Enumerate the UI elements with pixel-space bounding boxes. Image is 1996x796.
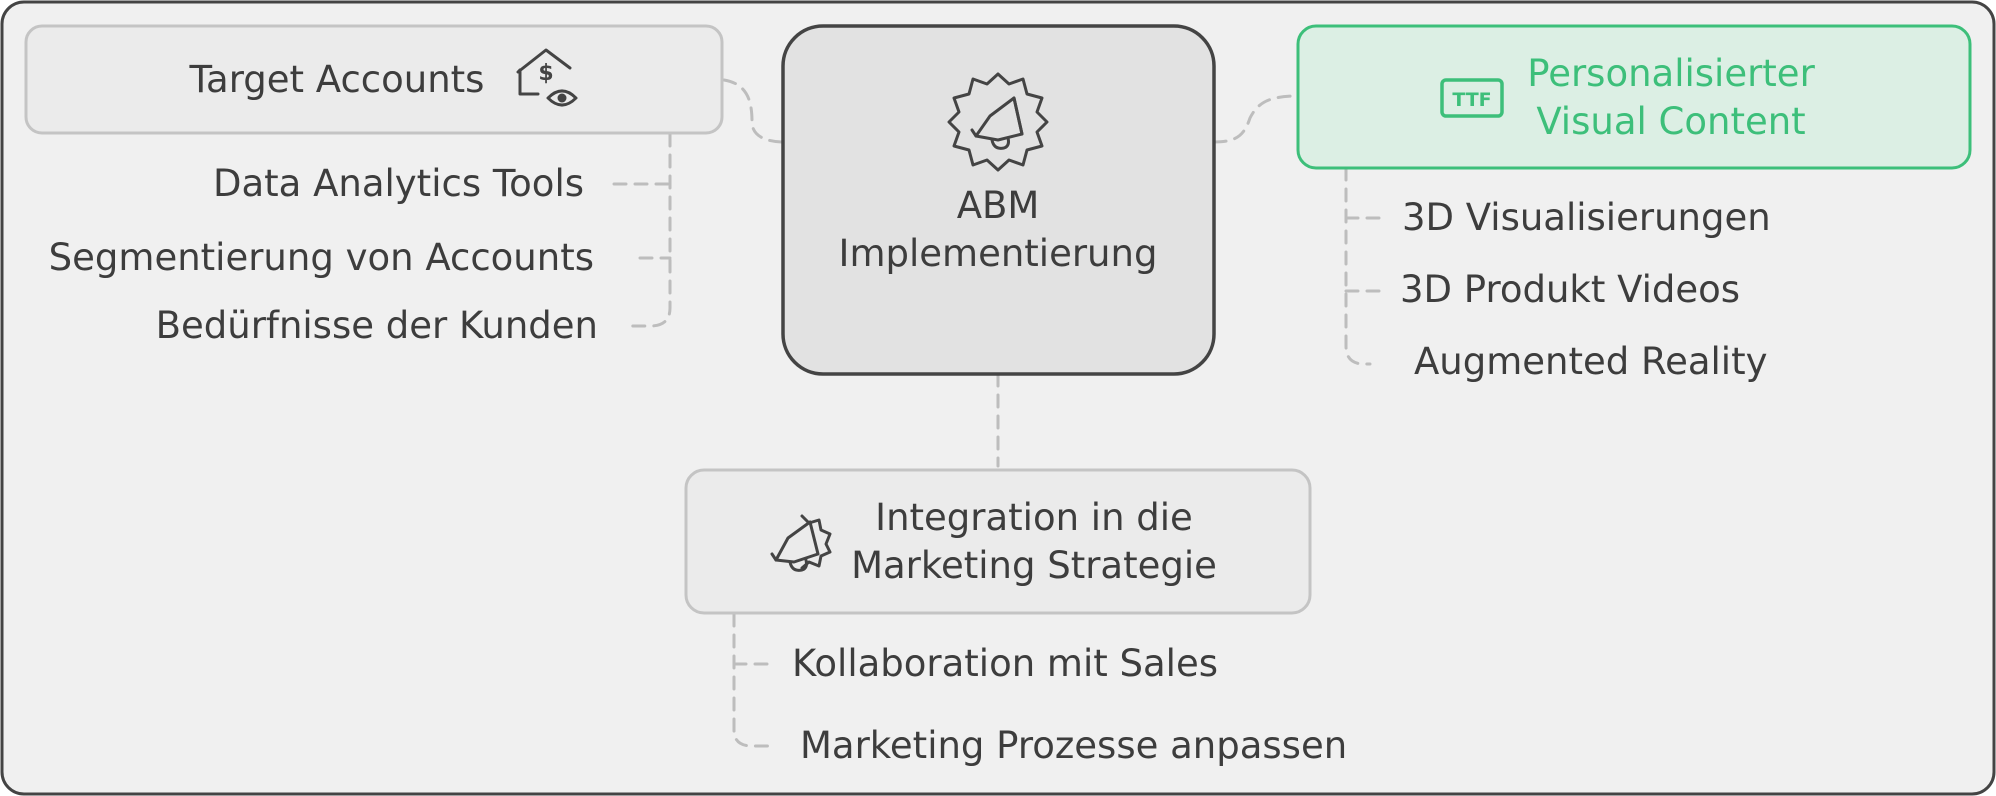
visual-item-3d-produkt-videos: 3D Produkt Videos	[1400, 268, 1740, 311]
svg-text:$: $	[538, 61, 553, 86]
megaphone-gear-icon	[947, 72, 1049, 172]
marketing-item-kollaboration: Kollaboration mit Sales	[792, 642, 1218, 685]
visual-item-3d-visualisierungen: 3D Visualisierungen	[1402, 196, 1771, 239]
target-accounts-node[interactable]: Target Accounts $	[24, 24, 724, 135]
marketing-items: Kollaboration mit Sales Marketing Prozes…	[792, 642, 1347, 767]
visual-item-augmented-reality: Augmented Reality	[1414, 340, 1767, 383]
connector-target-branch	[624, 132, 672, 328]
connector-visual-branch	[1344, 166, 1372, 366]
ttf-font-icon: TTF	[1440, 78, 1504, 118]
svg-text:TTF: TTF	[1452, 89, 1491, 111]
connectors	[612, 78, 1382, 748]
target-accounts-items: Data Analytics Tools Segmentierung von A…	[49, 162, 598, 347]
center-node-box	[781, 24, 1216, 376]
marketing-node[interactable]: Integration in die Marketing Strategie	[684, 468, 1312, 615]
center-node[interactable]: ABM Implementierung	[781, 24, 1216, 376]
visual-content-label-line-1: Personalisierter	[1527, 52, 1815, 95]
center-title-line-1: ABM	[957, 184, 1040, 227]
target-accounts-label: Target Accounts	[189, 58, 485, 101]
connector-center-visual	[1212, 94, 1300, 144]
target-item-data-analytics: Data Analytics Tools	[213, 162, 584, 205]
marketing-label-line-2: Marketing Strategie	[851, 544, 1217, 587]
megaphone-badge-icon	[770, 514, 832, 572]
connector-center-target	[722, 78, 786, 144]
house-dollar-eye-icon: $	[516, 48, 578, 107]
target-item-beduerfnisse: Bedürfnisse der Kunden	[156, 304, 598, 347]
connector-marketing-branch	[732, 612, 770, 748]
center-title-line-2: Implementierung	[839, 232, 1158, 275]
visual-content-label-line-2: Visual Content	[1536, 100, 1805, 143]
visual-content-node[interactable]: TTF Personalisierter Visual Content	[1296, 24, 1972, 170]
visual-content-items: 3D Visualisierungen 3D Produkt Videos Au…	[1400, 196, 1771, 383]
marketing-item-prozesse: Marketing Prozesse anpassen	[800, 724, 1347, 767]
marketing-box	[684, 468, 1312, 615]
visual-content-box	[1296, 24, 1972, 170]
marketing-label-line-1: Integration in die	[875, 496, 1193, 539]
target-item-segmentierung: Segmentierung von Accounts	[49, 236, 594, 279]
